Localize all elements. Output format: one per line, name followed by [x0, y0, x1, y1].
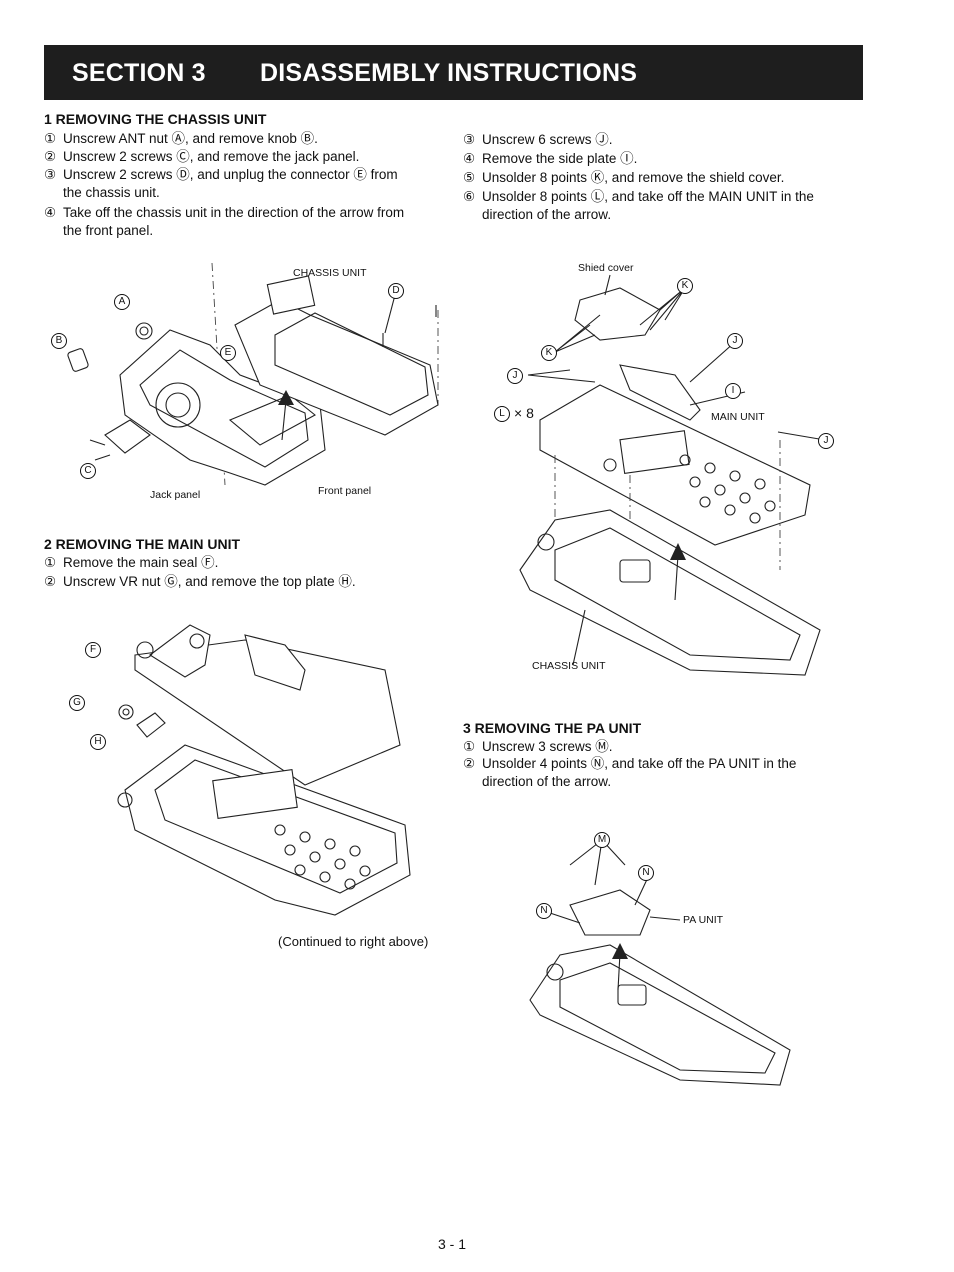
callout-e: E: [220, 345, 236, 361]
chassis-figure: [67, 262, 439, 486]
section-header: SECTION 3 DISASSEMBLY INSTRUCTIONS: [44, 45, 863, 100]
heading-main: 2 REMOVING THE MAIN UNIT: [44, 536, 241, 552]
main-unit-removal-figure: [519, 274, 826, 676]
callout-g: G: [69, 695, 85, 711]
label-jack-panel: Jack panel: [150, 489, 201, 501]
callout-b: B: [51, 333, 67, 349]
pa-unit-figure: [529, 839, 791, 1086]
heading-chassis: 1 REMOVING THE CHASSIS UNIT: [44, 111, 267, 127]
callout-a: A: [114, 294, 130, 310]
callout-i: I: [725, 383, 741, 399]
callout-f: F: [85, 642, 101, 658]
section-title: DISASSEMBLY INSTRUCTIONS: [260, 59, 638, 87]
label-times-8: × 8: [514, 405, 534, 421]
callout-n-1: N: [638, 865, 654, 881]
page-number: 3 - 1: [438, 1236, 467, 1252]
callout-k-1: K: [677, 278, 693, 294]
callout-j-3: J: [818, 433, 834, 449]
main-unit-figure: [117, 624, 411, 916]
label-main-unit: MAIN UNIT: [711, 411, 765, 423]
callout-j-2: J: [507, 368, 523, 384]
callout-d: D: [388, 283, 404, 299]
label-chassis-unit: CHASSIS UNIT: [293, 267, 367, 279]
heading-pa: 3 REMOVING THE PA UNIT: [463, 720, 642, 736]
label-pa-unit: PA UNIT: [683, 914, 724, 926]
callout-n-2: N: [536, 903, 552, 919]
label-chassis-unit-2: CHASSIS UNIT: [532, 660, 606, 672]
label-shield-cover: Shied cover: [578, 262, 634, 274]
callout-h: H: [90, 734, 106, 750]
callout-j-1: J: [727, 333, 743, 349]
section-number: SECTION 3: [72, 59, 206, 87]
callout-l: L: [494, 406, 510, 422]
callout-k-2: K: [541, 345, 557, 361]
callout-c: C: [80, 463, 96, 479]
callout-m: M: [594, 832, 610, 848]
label-front-panel: Front panel: [318, 485, 372, 497]
continued-note: (Continued to right above): [278, 934, 429, 949]
